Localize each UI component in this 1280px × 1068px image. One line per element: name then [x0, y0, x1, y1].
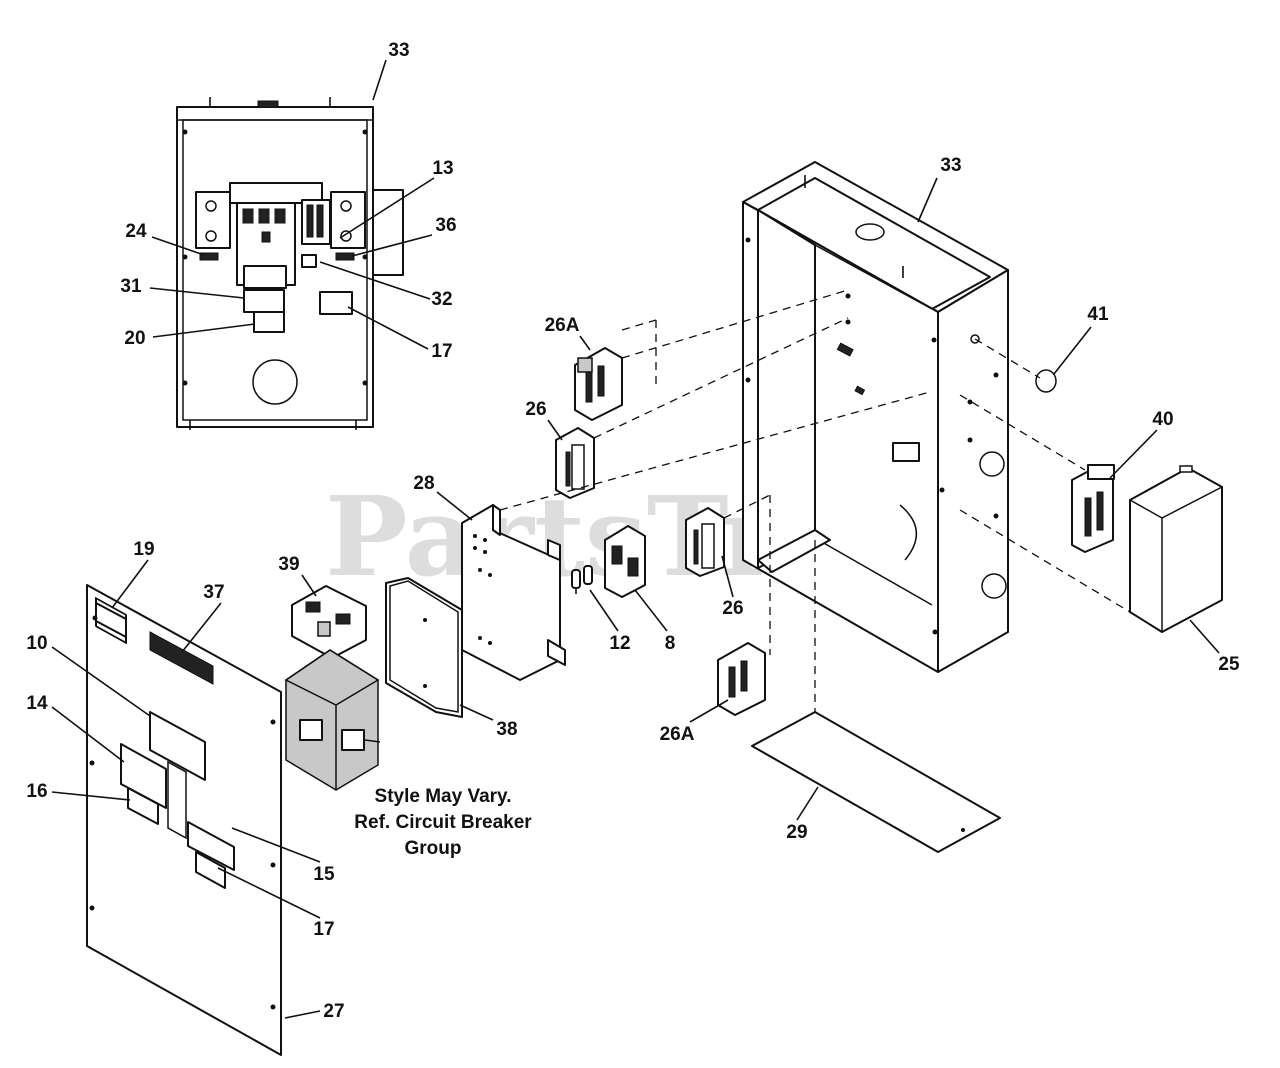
callout-25: 25 — [1218, 654, 1240, 675]
note-line-3: Group — [405, 838, 462, 859]
fuses-12 — [571, 565, 593, 594]
callout-39: 39 — [278, 554, 299, 575]
insulator-plate-38 — [385, 577, 463, 718]
callout-29: 29 — [786, 822, 807, 843]
callout-36: 36 — [435, 215, 456, 236]
box-25 — [1129, 465, 1223, 633]
receptacle-40 — [1071, 464, 1115, 553]
callout-27: 27 — [323, 1001, 344, 1022]
callout-26Aa: 26A — [545, 315, 580, 336]
callout-17b: 17 — [313, 919, 334, 940]
callout-26a: 26 — [525, 399, 546, 420]
bracket-26a-top — [574, 347, 623, 421]
callout-38: 38 — [496, 719, 517, 740]
callout-33b: 33 — [940, 155, 961, 176]
callout-37: 37 — [203, 582, 224, 603]
callout-26b: 26 — [722, 598, 743, 619]
callout-32: 32 — [431, 289, 452, 310]
callout-41: 41 — [1087, 304, 1109, 325]
callout-24: 24 — [125, 221, 147, 242]
callout-20: 20 — [124, 328, 145, 349]
front-cover-27 — [86, 584, 282, 1056]
note-line-2: Ref. Circuit Breaker — [354, 812, 532, 833]
callout-10: 10 — [26, 633, 47, 654]
note-line-1: Style May Vary. — [375, 786, 512, 807]
assembled-enclosure-view — [176, 97, 404, 430]
callout-14: 14 — [26, 693, 48, 714]
main-enclosure — [742, 161, 1009, 673]
callout-33a: 33 — [388, 40, 409, 61]
callout-40: 40 — [1152, 409, 1173, 430]
callout-15: 15 — [313, 864, 335, 885]
callout-31: 31 — [120, 276, 142, 297]
bracket-26-left — [555, 427, 595, 499]
callout-13: 13 — [432, 158, 453, 179]
fuse-holder-8 — [604, 525, 646, 598]
bracket-26a-bottom — [717, 642, 766, 716]
callout-16: 16 — [26, 781, 47, 802]
bracket-26-right — [685, 507, 725, 577]
callout-labels: 33 13 24 36 31 32 20 17 33 41 26A 26 40 28 19 39 37 26 12 8… — [26, 40, 1240, 1022]
breaker-group-alt — [284, 649, 380, 791]
callout-28: 28 — [413, 473, 434, 494]
callout-19: 19 — [133, 539, 154, 560]
bottom-plate-29 — [751, 711, 1001, 853]
grommet — [1035, 369, 1057, 393]
mounting-bracket-28 — [461, 504, 566, 681]
callout-12: 12 — [609, 633, 630, 654]
circuit-breaker-39 — [291, 585, 367, 659]
callout-17a: 17 — [431, 341, 452, 362]
callout-26Ab: 26A — [660, 724, 695, 745]
callout-8: 8 — [665, 633, 676, 654]
